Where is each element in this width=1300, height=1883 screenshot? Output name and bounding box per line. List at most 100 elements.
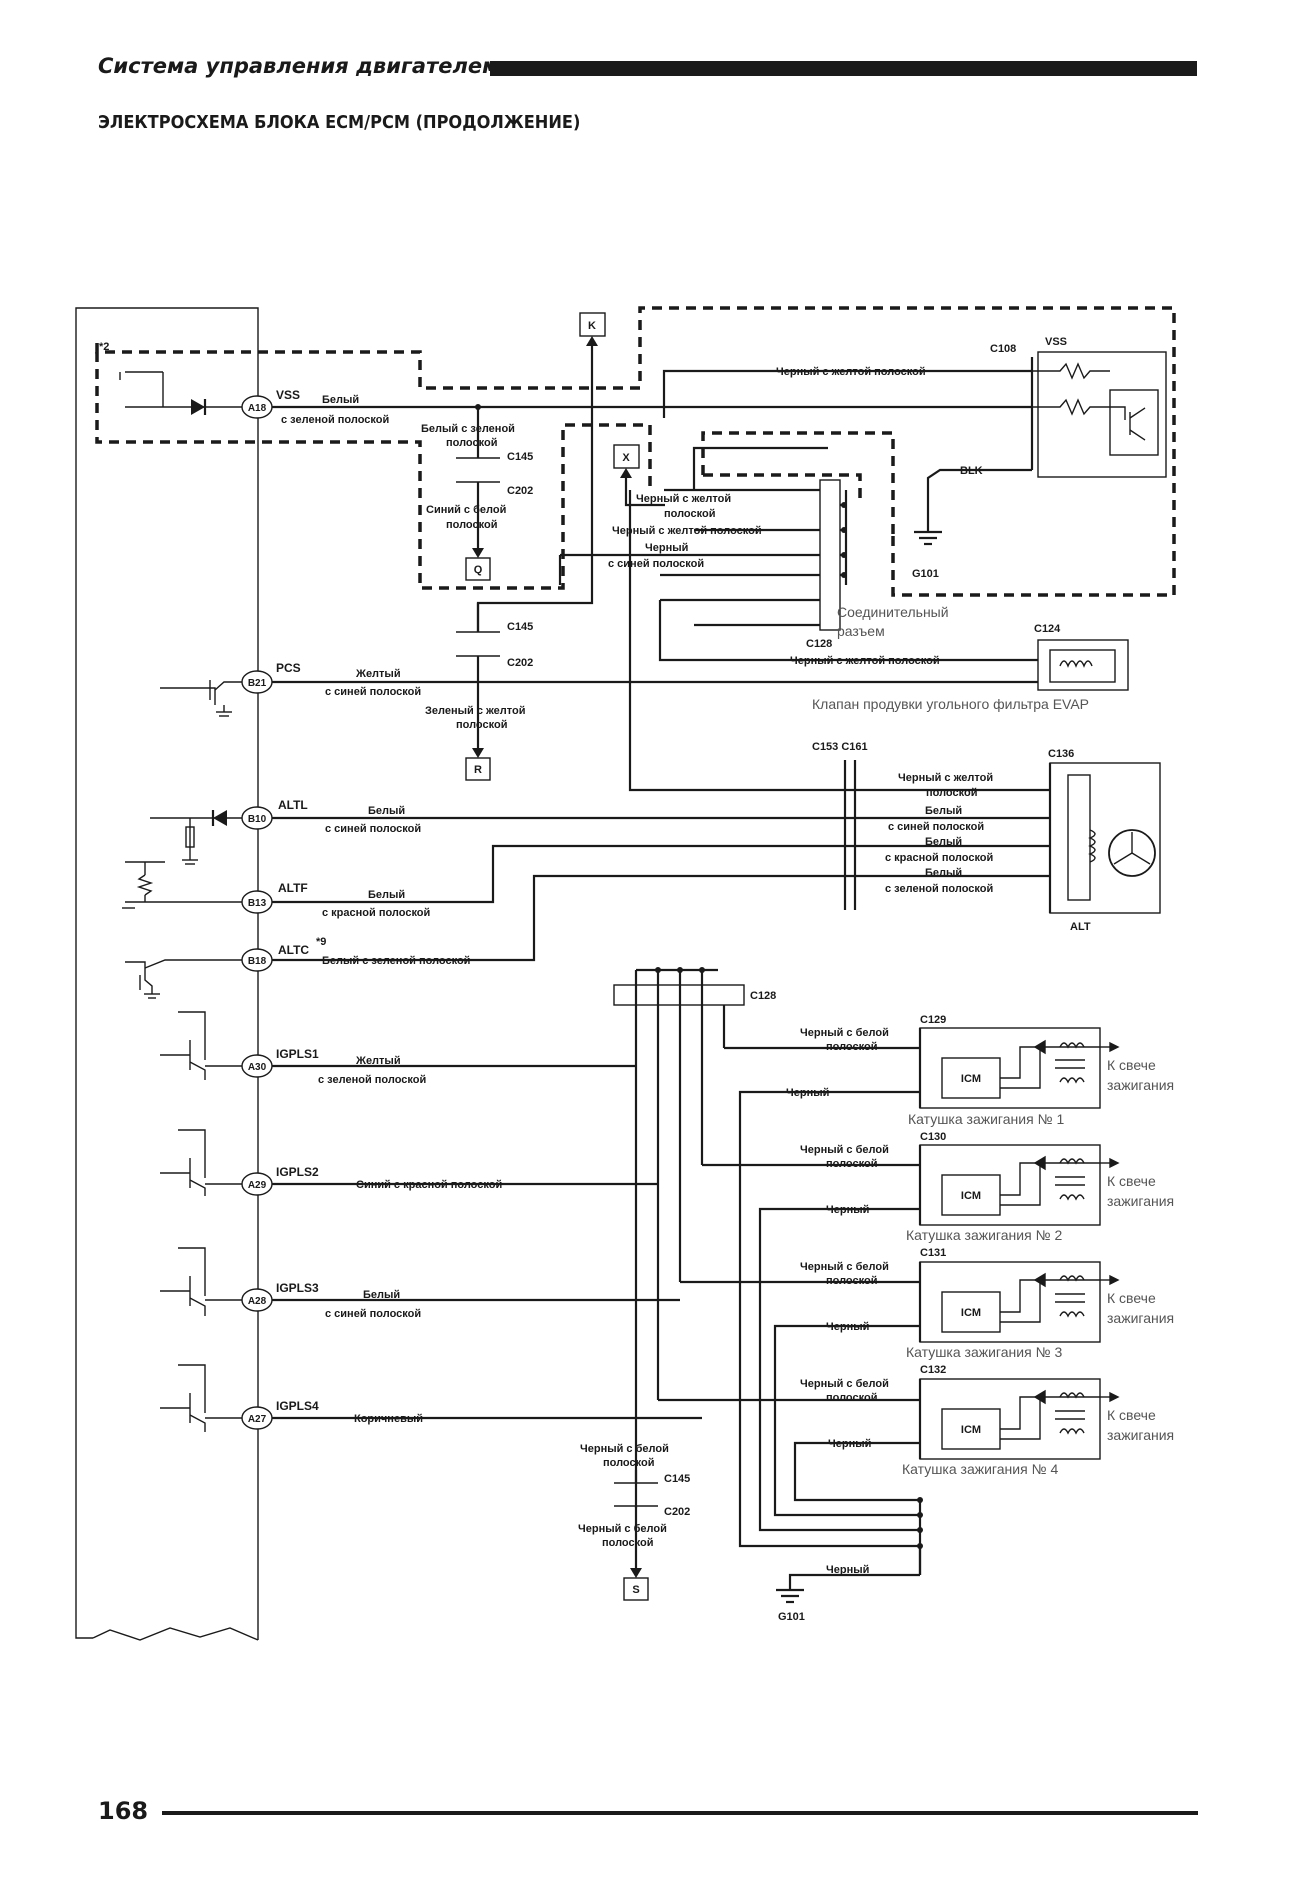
svg-text:C131: C131 xyxy=(920,1247,946,1259)
ground-g101-bottom: G101 xyxy=(778,1611,805,1623)
svg-text:Черный с желтой: Черный с желтой xyxy=(898,772,993,784)
svg-text:K: K xyxy=(588,320,596,332)
svg-text:полоской: полоской xyxy=(926,787,977,799)
svg-text:К свече: К свече xyxy=(1107,1173,1156,1189)
signal-vss: VSS xyxy=(276,388,300,402)
svg-text:с зеленой полоской: с зеленой полоской xyxy=(885,883,993,895)
pin-B13: B13 xyxy=(241,890,273,914)
wire-blk: BLK xyxy=(960,465,983,477)
svg-text:Черный с желтой полоской: Черный с желтой полоской xyxy=(612,525,762,537)
svg-text:с красной полоской: с красной полоской xyxy=(322,907,430,919)
svg-text:Белый: Белый xyxy=(368,805,405,817)
svg-text:зажигания: зажигания xyxy=(1107,1310,1174,1326)
pin-B18: B18 xyxy=(241,948,273,972)
svg-text:полоской: полоской xyxy=(826,1041,877,1053)
svg-text:C132: C132 xyxy=(920,1364,946,1376)
marker-x xyxy=(613,444,640,469)
svg-text:Черный: Черный xyxy=(826,1564,869,1576)
signal-altl: ALTL xyxy=(278,798,308,812)
svg-text:C130: C130 xyxy=(920,1131,946,1143)
pin-B21: B21 xyxy=(241,670,273,694)
svg-text:B13: B13 xyxy=(248,898,267,909)
svg-text:C145: C145 xyxy=(507,621,533,633)
svg-text:К свече: К свече xyxy=(1107,1057,1156,1073)
page-number: 168 xyxy=(98,1797,149,1825)
svg-text:ICM: ICM xyxy=(961,1190,981,1202)
svg-text:с зеленой полоской: с зеленой полоской xyxy=(281,414,389,426)
signal-altc: ALTC xyxy=(278,943,309,957)
svg-text:ICM: ICM xyxy=(961,1424,981,1436)
vss-sensor-label: VSS xyxy=(1045,336,1067,348)
marker-q xyxy=(465,557,491,581)
svg-text:полоской: полоской xyxy=(826,1275,877,1287)
conn-c124: C124 xyxy=(1034,623,1061,635)
svg-text:Белый: Белый xyxy=(368,889,405,901)
svg-text:B10: B10 xyxy=(248,814,267,825)
svg-text:Синий с белой: Синий с белой xyxy=(426,504,506,516)
svg-text:Катушка зажигания № 1: Катушка зажигания № 1 xyxy=(908,1111,1064,1127)
svg-text:Белый: Белый xyxy=(925,805,962,817)
svg-text:зажигания: зажигания xyxy=(1107,1193,1174,1209)
svg-text:ICM: ICM xyxy=(961,1073,981,1085)
pin-A30: A30 xyxy=(241,1054,273,1078)
conn-c145: C145 xyxy=(507,451,533,463)
svg-text:с зеленой полоской: с зеленой полоской xyxy=(318,1074,426,1086)
svg-text:К свече: К свече xyxy=(1107,1290,1156,1306)
ignition-coil-1: C129 ICM К свече зажигания Катушка зажиг… xyxy=(908,1014,1174,1127)
svg-text:зажигания: зажигания xyxy=(1107,1077,1174,1093)
svg-text:Черный с белой: Черный с белой xyxy=(800,1378,889,1390)
ecm-box xyxy=(75,307,259,1640)
dashed-box-vss xyxy=(95,306,1176,597)
svg-text:A30: A30 xyxy=(248,1062,267,1073)
page-subtitle: ЭЛЕКТРОСХЕМА БЛОКА ECM/PCM (ПРОДОЛЖЕНИЕ) xyxy=(98,112,581,133)
svg-text:с синей полоской: с синей полоской xyxy=(888,821,984,833)
svg-text:A28: A28 xyxy=(248,1296,267,1307)
conn-c202: C202 xyxy=(507,485,533,497)
svg-text:Соединительный: Соединительный xyxy=(837,604,949,620)
signal-pcs: PCS xyxy=(276,661,301,675)
svg-text:A27: A27 xyxy=(248,1414,267,1425)
svg-text:Белый с зеленой: Белый с зеленой xyxy=(421,423,515,435)
marker-s xyxy=(623,1577,649,1601)
footer-rule xyxy=(162,1811,1198,1815)
svg-text:полоской: полоской xyxy=(602,1537,653,1549)
svg-text:S: S xyxy=(632,1584,639,1596)
svg-text:C145: C145 xyxy=(664,1473,690,1485)
pin-A29: A29 xyxy=(241,1172,273,1196)
svg-text:Черный: Черный xyxy=(828,1438,871,1450)
svg-text:C202: C202 xyxy=(507,657,533,669)
svg-text:R: R xyxy=(474,764,482,776)
conn-c153-c161: C153 C161 xyxy=(812,741,868,753)
svg-text:ICM: ICM xyxy=(961,1307,981,1319)
conn-c128-top: C128 xyxy=(806,638,832,650)
svg-text:полоской: полоской xyxy=(446,519,497,531)
ignition-coil-4: C132 ICM К свече зажигания Катушка зажиг… xyxy=(902,1364,1174,1477)
svg-text:Черный: Черный xyxy=(826,1321,869,1333)
svg-text:с синей полоской: с синей полоской xyxy=(325,686,421,698)
svg-text:Черный: Черный xyxy=(786,1087,829,1099)
diode-icon xyxy=(191,399,205,415)
svg-text:Черный: Черный xyxy=(826,1204,869,1216)
svg-text:Клапан продувки угольного филь: Клапан продувки угольного фильтра EVAP xyxy=(812,696,1089,712)
svg-text:полоской: полоской xyxy=(826,1158,877,1170)
pin-A27: A27 xyxy=(241,1406,273,1430)
pin-B10: B10 xyxy=(241,806,273,830)
svg-text:полоской: полоской xyxy=(603,1457,654,1469)
svg-text:B21: B21 xyxy=(248,678,267,689)
marker-k xyxy=(579,312,606,337)
pin-A28: A28 xyxy=(241,1288,273,1312)
note-star2: *2 xyxy=(99,341,109,353)
svg-text:Желтый: Желтый xyxy=(355,1055,401,1067)
svg-text:Черный с желтой: Черный с желтой xyxy=(636,493,731,505)
svg-text:зажигания: зажигания xyxy=(1107,1427,1174,1443)
svg-text:X: X xyxy=(622,452,630,464)
svg-text:A29: A29 xyxy=(248,1180,267,1191)
svg-text:Белый: Белый xyxy=(322,394,359,406)
svg-text:Катушка зажигания № 4: Катушка зажигания № 4 xyxy=(902,1461,1058,1477)
vss-sensor xyxy=(1037,351,1167,478)
svg-text:B18: B18 xyxy=(248,956,267,967)
svg-text:Черный с белой: Черный с белой xyxy=(578,1523,667,1535)
svg-text:Q: Q xyxy=(474,564,483,576)
svg-text:Черный с белой: Черный с белой xyxy=(800,1144,889,1156)
conn-c136: C136 xyxy=(1048,748,1074,760)
